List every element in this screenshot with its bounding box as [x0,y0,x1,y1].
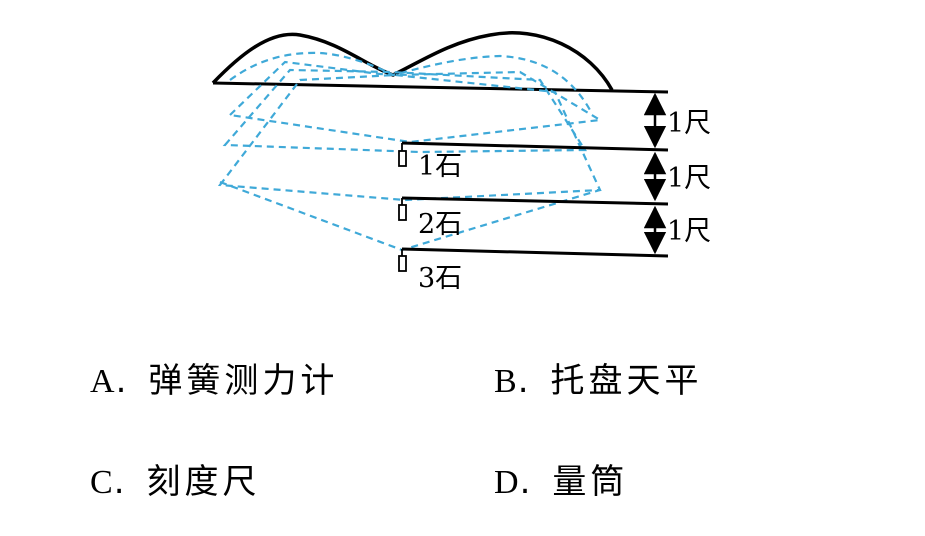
option-b-text: 托盘天平 [550,361,703,401]
stone-label-2: 2石 [418,209,462,240]
option-c-letter: C [90,464,114,501]
option-d-sep: . [519,462,531,502]
option-a[interactable]: A. 弹簧测力计 [90,353,338,402]
option-a-text: 弹簧测力计 [148,361,339,401]
string-line-2 [401,196,669,206]
option-b-letter: B [494,363,518,400]
stone-label-1: 1石 [418,151,462,182]
stone-weight-1 [398,150,407,167]
stone-weight-3 [398,255,407,272]
option-c-sep: . [113,462,125,502]
option-b[interactable]: B. 托盘天平 [494,353,703,402]
bow-outline [211,31,614,91]
option-a-letter: A [90,363,116,400]
string-line-3 [401,247,669,258]
option-d[interactable]: D. 量筒 [494,454,628,503]
option-a-sep: . [115,361,127,401]
option-b-sep: . [517,361,529,401]
option-c[interactable]: C. 刻度尺 [90,454,261,503]
bent-bow-outlines [217,51,604,252]
unit-label-3: 1尺 [667,216,711,247]
option-d-text: 量筒 [552,462,629,502]
stone-weight-2 [398,204,407,221]
bow-measurement-diagram: 1石 2石 3石 1尺 1尺 1尺 [211,31,711,294]
stone-label-3: 3石 [418,263,462,294]
bow-string [212,81,669,94]
unit-label-2: 1尺 [667,163,711,194]
string-line-1 [401,141,669,152]
option-c-text: 刻度尺 [146,462,261,502]
unit-label-1: 1尺 [667,108,711,139]
option-d-letter: D [494,464,520,501]
